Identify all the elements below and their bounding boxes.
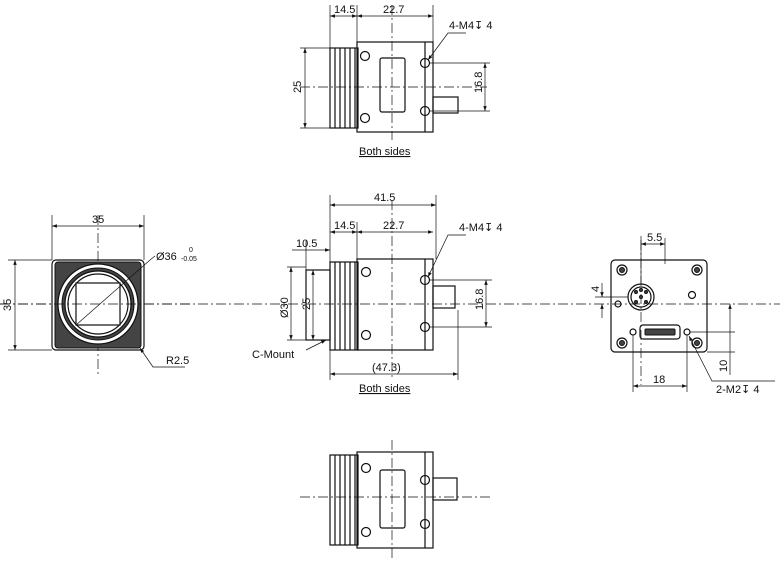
top-view-body xyxy=(356,41,434,133)
front-view: 35 35 Ø36 0 -0.05 R2.5 xyxy=(0,214,780,375)
front-dim-35-width: 35 xyxy=(92,214,104,226)
top-view-label-plate xyxy=(379,57,406,113)
rear-dim-10: 10 xyxy=(718,360,730,372)
side-view: 41.5 14.5 22.7 10.5 4-M4↧ 4 Ø30 25 16.8 … xyxy=(252,192,502,395)
side-dim-22-7: 22.7 xyxy=(383,220,404,232)
bottom-view-connector xyxy=(432,477,458,501)
front-view-body xyxy=(51,259,145,351)
side-view-body xyxy=(356,258,434,351)
side-caption: Both sides xyxy=(359,383,411,395)
rear-view-body xyxy=(610,259,708,353)
side-dim-25: 25 xyxy=(301,298,313,310)
bottom-view-label-plate xyxy=(379,469,406,529)
top-view-fins xyxy=(329,47,359,129)
side-view-connector xyxy=(432,285,456,309)
top-view: 14.5 22.7 25 16.8 4-M4↧ 4 Both sides xyxy=(292,4,492,158)
top-view-connector xyxy=(432,96,459,114)
rear-view: 5.5 4 18 10 2-M2↧ 4 xyxy=(590,232,775,396)
side-dim-10-5: 10.5 xyxy=(296,238,317,250)
side-dim-14-5: 14.5 xyxy=(334,220,355,232)
top-dim-25: 25 xyxy=(292,81,304,93)
top-thread-label: 4-M4↧ 4 xyxy=(449,20,492,32)
front-tolerance-upper: 0 xyxy=(189,247,193,254)
front-radius: R2.5 xyxy=(166,355,189,367)
side-thread-label: 4-M4↧ 4 xyxy=(459,222,502,234)
top-dim-14-5: 14.5 xyxy=(334,4,355,16)
top-dim-16-8: 16.8 xyxy=(473,72,485,93)
bottom-view xyxy=(300,440,490,560)
side-dim-47-3: (47.3) xyxy=(372,362,401,374)
front-tolerance-lower: -0.05 xyxy=(181,256,197,263)
top-dim-22-7: 22.7 xyxy=(383,4,404,16)
bottom-view-fins xyxy=(329,454,359,546)
side-c-mount-label: C-Mount xyxy=(252,349,294,361)
side-view-fins xyxy=(329,261,359,351)
front-diameter: Ø36 xyxy=(156,251,177,263)
side-dim-41-5: 41.5 xyxy=(374,192,395,204)
rear-thread-label: 2-M2↧ 4 xyxy=(716,384,759,396)
top-caption: Both sides xyxy=(359,146,411,158)
front-dim-35-height: 35 xyxy=(2,299,14,311)
bottom-view-body xyxy=(356,451,434,549)
rear-dim-5-5: 5.5 xyxy=(647,232,662,244)
side-diameter-30: Ø30 xyxy=(279,297,291,318)
rear-dim-18: 18 xyxy=(653,374,665,386)
rear-view-usb-port xyxy=(639,324,681,340)
rear-dim-4: 4 xyxy=(590,286,602,292)
side-dim-16-8: 16.8 xyxy=(474,289,486,310)
